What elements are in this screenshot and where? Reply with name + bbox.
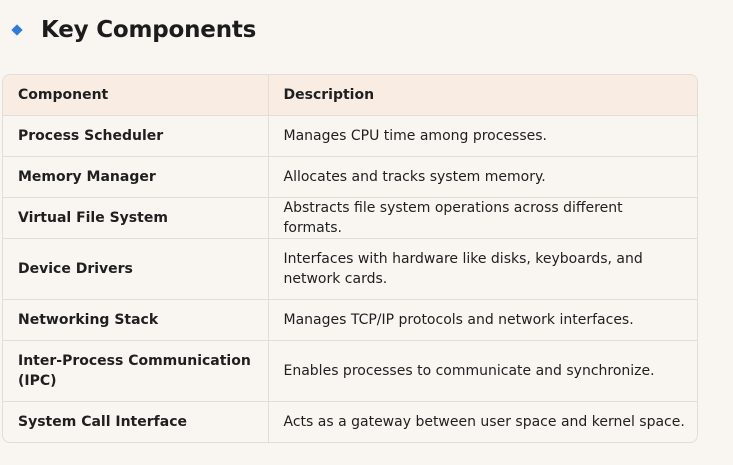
description-cell: Manages TCP/IP protocols and network int…	[267, 299, 697, 341]
component-cell: Memory Manager	[3, 156, 268, 198]
column-header-description: Description	[267, 75, 697, 116]
description-cell: Enables processes to communicate and syn…	[267, 340, 697, 402]
table-row: Process Scheduler Manages CPU time among…	[3, 115, 697, 157]
component-cell: Networking Stack	[3, 299, 268, 341]
section-heading: Key Components	[10, 12, 256, 48]
component-cell: Device Drivers	[3, 238, 268, 300]
description-cell: Acts as a gateway between user space and…	[267, 401, 697, 442]
component-cell: Virtual File System	[3, 197, 268, 239]
table-row: Memory Manager Allocates and tracks syst…	[3, 156, 697, 198]
table-header-row: Component Description	[3, 75, 697, 116]
component-cell: System Call Interface	[18, 414, 187, 430]
description-cell: Abstracts file system operations across …	[267, 197, 697, 239]
table-row: Inter-Process Communication (IPC) Enable…	[3, 340, 697, 402]
components-table: Component Description Process Scheduler …	[3, 75, 697, 442]
description-cell: Manages CPU time among processes.	[267, 115, 697, 157]
table-row: Virtual File System Abstracts file syste…	[3, 197, 697, 239]
table-row: System Call Interface Acts as a gateway …	[3, 401, 697, 442]
table-row: Device Drivers Interfaces with hardware …	[3, 238, 697, 300]
component-cell: Inter-Process Communication (IPC)	[3, 340, 268, 402]
column-header-component: Component	[3, 75, 268, 116]
section-title: Key Components	[41, 17, 257, 43]
description-cell: Interfaces with hardware like disks, key…	[267, 238, 697, 300]
components-table-container: Component Description Process Scheduler …	[2, 74, 698, 443]
diamond-icon	[11, 24, 23, 36]
component-cell: Process Scheduler	[3, 115, 268, 157]
table-row: Networking Stack Manages TCP/IP protocol…	[3, 299, 697, 341]
description-cell: Allocates and tracks system memory.	[267, 156, 697, 198]
